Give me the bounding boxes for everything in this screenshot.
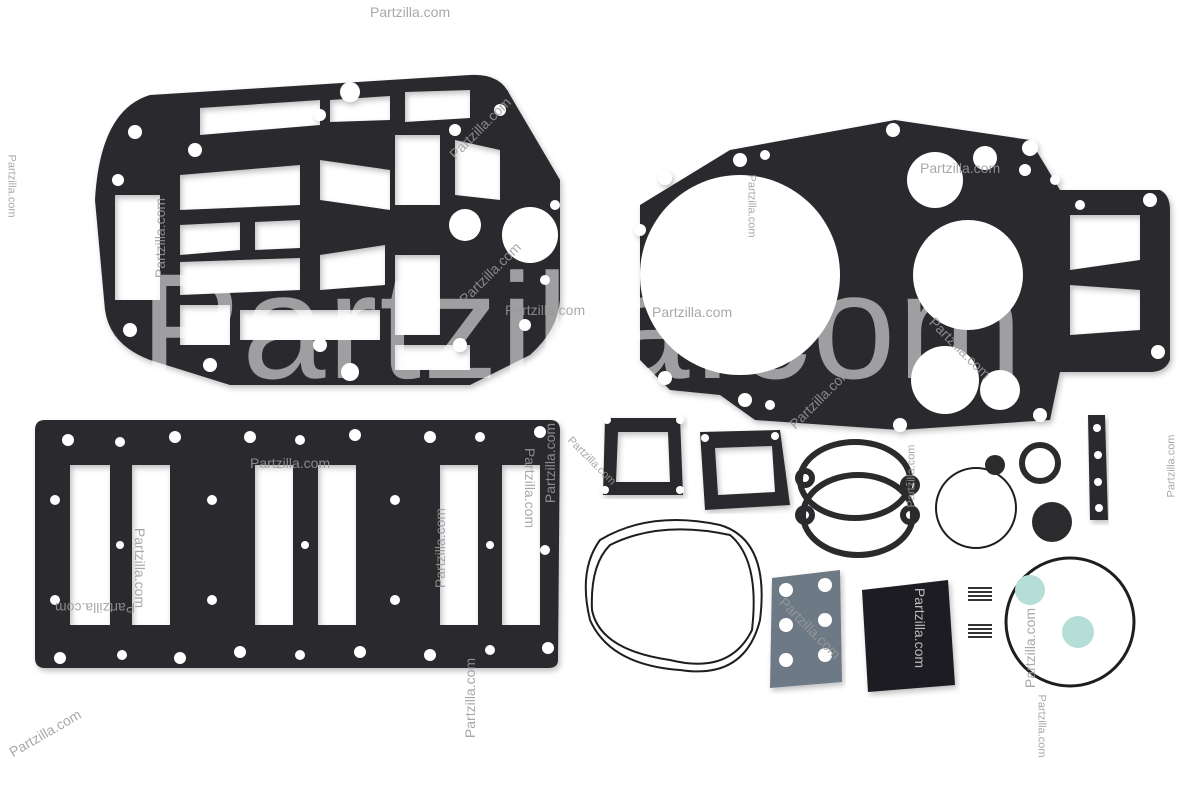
rubber-cap-small	[985, 455, 1005, 475]
rubber-cap-large	[1032, 502, 1072, 542]
fiber-gasket	[770, 570, 842, 688]
small-square-gasket-1	[601, 416, 684, 495]
figure-eight-gasket	[795, 439, 920, 558]
small-square-gasket-2	[700, 430, 790, 510]
strip-gasket	[1088, 415, 1108, 520]
o-ring-medium	[935, 467, 1017, 549]
springs	[968, 587, 992, 638]
diaphragm-plate	[862, 580, 955, 692]
check-valve-washer-2	[1062, 616, 1094, 648]
reed-plate-gasket	[35, 420, 560, 668]
o-ring-large	[1004, 556, 1136, 688]
check-valve-washer	[1015, 575, 1045, 605]
top-right-gasket	[634, 120, 1170, 432]
o-ring-small	[1019, 442, 1061, 484]
top-left-gasket	[95, 74, 560, 385]
o-ring-loop	[584, 519, 763, 673]
